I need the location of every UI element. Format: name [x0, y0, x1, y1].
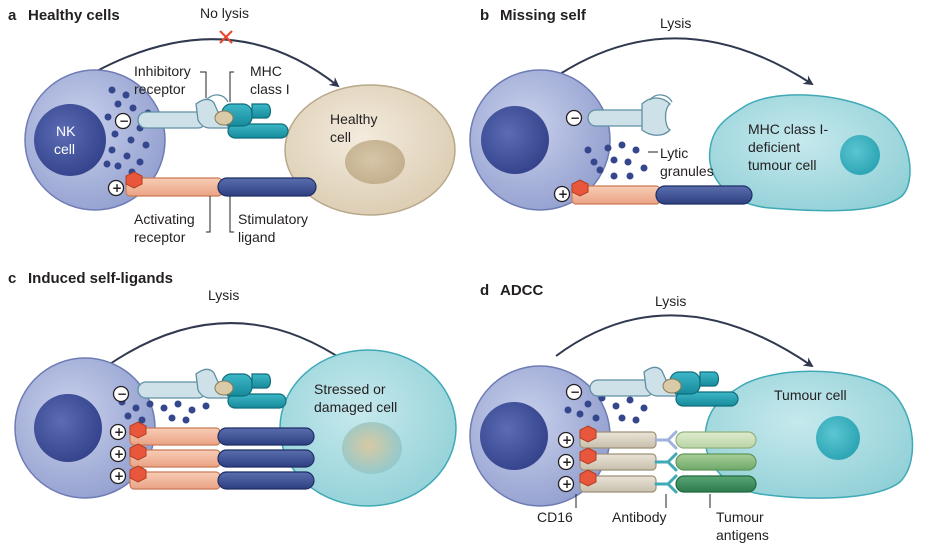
inhibitory-sign-icon: −: [565, 383, 583, 401]
inhibitory-sign-icon: −: [112, 385, 130, 403]
activating-receptor: [125, 171, 223, 197]
panel-d: d ADCC Lysis Tumour cell: [469, 282, 914, 543]
cd16-receptors: [579, 425, 657, 493]
activating-sign-icons: + + +: [557, 431, 575, 493]
activating-sign-text: +: [562, 433, 572, 447]
panel-b: b Missing self Lysis MHC class I- defici…: [469, 7, 911, 212]
inhibitory-sign-icon: −: [565, 109, 583, 127]
lytic-granules-label-line2: granules: [660, 163, 714, 179]
stressed-cell-label-line1: Stressed or: [314, 381, 386, 397]
tumour-cell-label: Tumour cell: [774, 387, 847, 403]
activating-receptor: [571, 179, 661, 205]
no-lysis-cross-icon: [219, 30, 233, 44]
lytic-granules: [564, 392, 648, 424]
mhc-class-i: [214, 373, 287, 409]
panel-d-outcome: Lysis: [655, 293, 686, 309]
panel-a-callouts: [200, 71, 234, 233]
stimulatory-ligand: [655, 185, 753, 205]
panel-c-outcome: Lysis: [208, 287, 239, 303]
tumour-cell-label-line1: MHC class I-: [748, 121, 828, 137]
stimulatory-ligand: [217, 177, 317, 197]
tumour-cell-nucleus: [840, 135, 880, 175]
inhibitory-sign-text: −: [570, 385, 580, 399]
mhc-deficient-tumour-cell: [708, 94, 911, 212]
inhibitory-sign-text: −: [119, 114, 129, 128]
inhibitory-sign-text: −: [570, 111, 580, 125]
mhc-label-line1: MHC: [250, 63, 282, 79]
panel-b-outcome: Lysis: [660, 15, 691, 31]
panel-b-lysis-arrow: [559, 37, 814, 86]
panel-c-lysis-arrow: [87, 322, 348, 381]
inhibitory-receptor: [587, 94, 673, 136]
activating-sign-icon: +: [107, 179, 125, 197]
activating-receptor-label-line2: receptor: [134, 229, 186, 245]
nk-cell-nucleus: [34, 104, 106, 176]
antibody-label: Antibody: [612, 509, 666, 525]
cd16-label: CD16: [537, 509, 573, 525]
mhc-class-i: [662, 371, 739, 407]
panel-d-callouts: [575, 494, 711, 508]
stressed-cell-nucleus: [342, 422, 402, 474]
panel-c-title: Induced self-ligands: [28, 270, 173, 287]
stimulatory-ligand-label-line2: ligand: [238, 229, 275, 245]
panel-a-title: Healthy cells: [28, 7, 120, 24]
inhibitory-sign-icon: −: [114, 112, 132, 130]
tumour-antigens-label-line1: Tumour: [716, 509, 764, 525]
tumour-cell: [704, 370, 914, 499]
panel-b-title: Missing self: [500, 7, 587, 24]
nk-cell-nucleus: [481, 106, 549, 174]
activating-sign-text: +: [562, 455, 572, 469]
mhc-class-i: [214, 103, 289, 139]
activating-sign-icons: + + +: [109, 423, 127, 485]
activating-sign-text: +: [112, 181, 122, 195]
tumour-antigens-label-line2: antigens: [716, 527, 769, 543]
nk-cell-label-line1: NK: [56, 123, 76, 139]
panel-a-letter: a: [8, 7, 17, 24]
panel-d-letter: d: [480, 282, 489, 299]
stimulatory-ligands: [217, 427, 315, 490]
activating-sign-text: +: [114, 425, 124, 439]
activating-sign-text: +: [558, 187, 568, 201]
inhibitory-receptor: [589, 366, 677, 397]
activating-sign-icon: +: [553, 185, 571, 203]
panel-c-letter: c: [8, 270, 16, 287]
panel-a-outcome: No lysis: [200, 5, 249, 21]
tumour-antigens: [675, 431, 757, 493]
inhibitory-sign-text: −: [117, 387, 127, 401]
tumour-cell-nucleus: [816, 416, 860, 460]
panel-a-lysis-arrow: [94, 38, 340, 88]
panel-c: c Induced self-ligands Lysis Stressed or…: [8, 270, 457, 507]
lytic-granules: [584, 141, 648, 180]
panel-d-lysis-arrow: [555, 314, 814, 368]
inhibitory-receptor: [137, 94, 229, 129]
nk-cell-label-line2: cell: [54, 141, 75, 157]
lytic-granules-label-line1: Lytic: [660, 145, 688, 161]
inhibitory-receptor-label-line2: receptor: [134, 81, 186, 97]
tumour-cell-label-line2: deficient: [748, 139, 800, 155]
nk-cell-nucleus: [34, 394, 102, 462]
panel-a: a Healthy cells No lysis Healthy cell NK…: [8, 5, 456, 245]
activating-receptors: [129, 421, 221, 490]
activating-sign-text: +: [114, 469, 124, 483]
activating-receptor-label-line1: Activating: [134, 211, 195, 227]
tumour-cell-label-line3: tumour cell: [748, 157, 816, 173]
lytic-granules: [118, 398, 210, 424]
antibodies: [654, 430, 678, 494]
activating-sign-text: +: [114, 447, 124, 461]
activating-sign-text: +: [562, 477, 572, 491]
stressed-cell-label-line2: damaged cell: [314, 399, 397, 415]
mhc-label-line2: class I: [250, 81, 290, 97]
inhibitory-receptor: [137, 368, 229, 399]
inhibitory-receptor-label-line1: Inhibitory: [134, 63, 191, 79]
healthy-cell-label-line1: Healthy: [330, 111, 377, 127]
healthy-cell-label-line2: cell: [330, 129, 351, 145]
healthy-cell-nucleus: [345, 140, 405, 184]
stimulatory-ligand-label-line1: Stimulatory: [238, 211, 308, 227]
nk-cell-nucleus: [480, 402, 548, 470]
panel-b-letter: b: [480, 7, 489, 24]
panel-d-title: ADCC: [500, 282, 543, 299]
